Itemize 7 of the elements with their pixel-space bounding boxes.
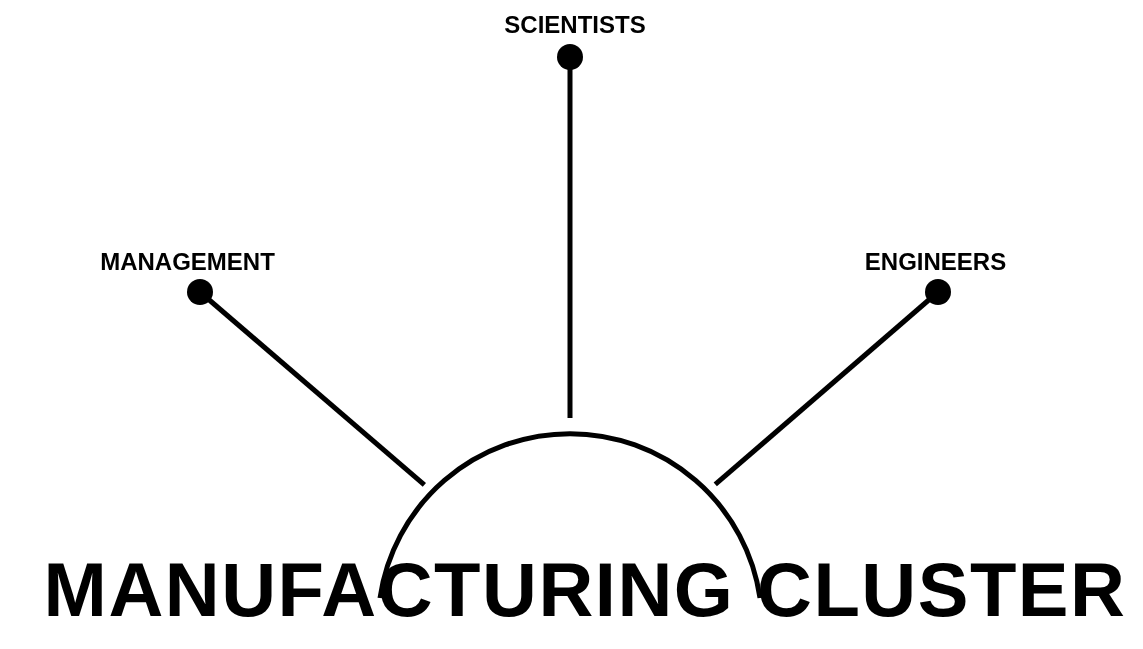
cluster-title: MANUFACTURING CLUSTER — [42, 552, 1128, 628]
connector-line — [713, 279, 951, 487]
node-label: MANAGEMENT — [100, 248, 275, 275]
connector-line — [557, 44, 583, 418]
node-label: ENGINEERS — [864, 248, 1007, 275]
node-label: SCIENTISTS — [504, 11, 646, 38]
connector-line — [187, 279, 427, 487]
